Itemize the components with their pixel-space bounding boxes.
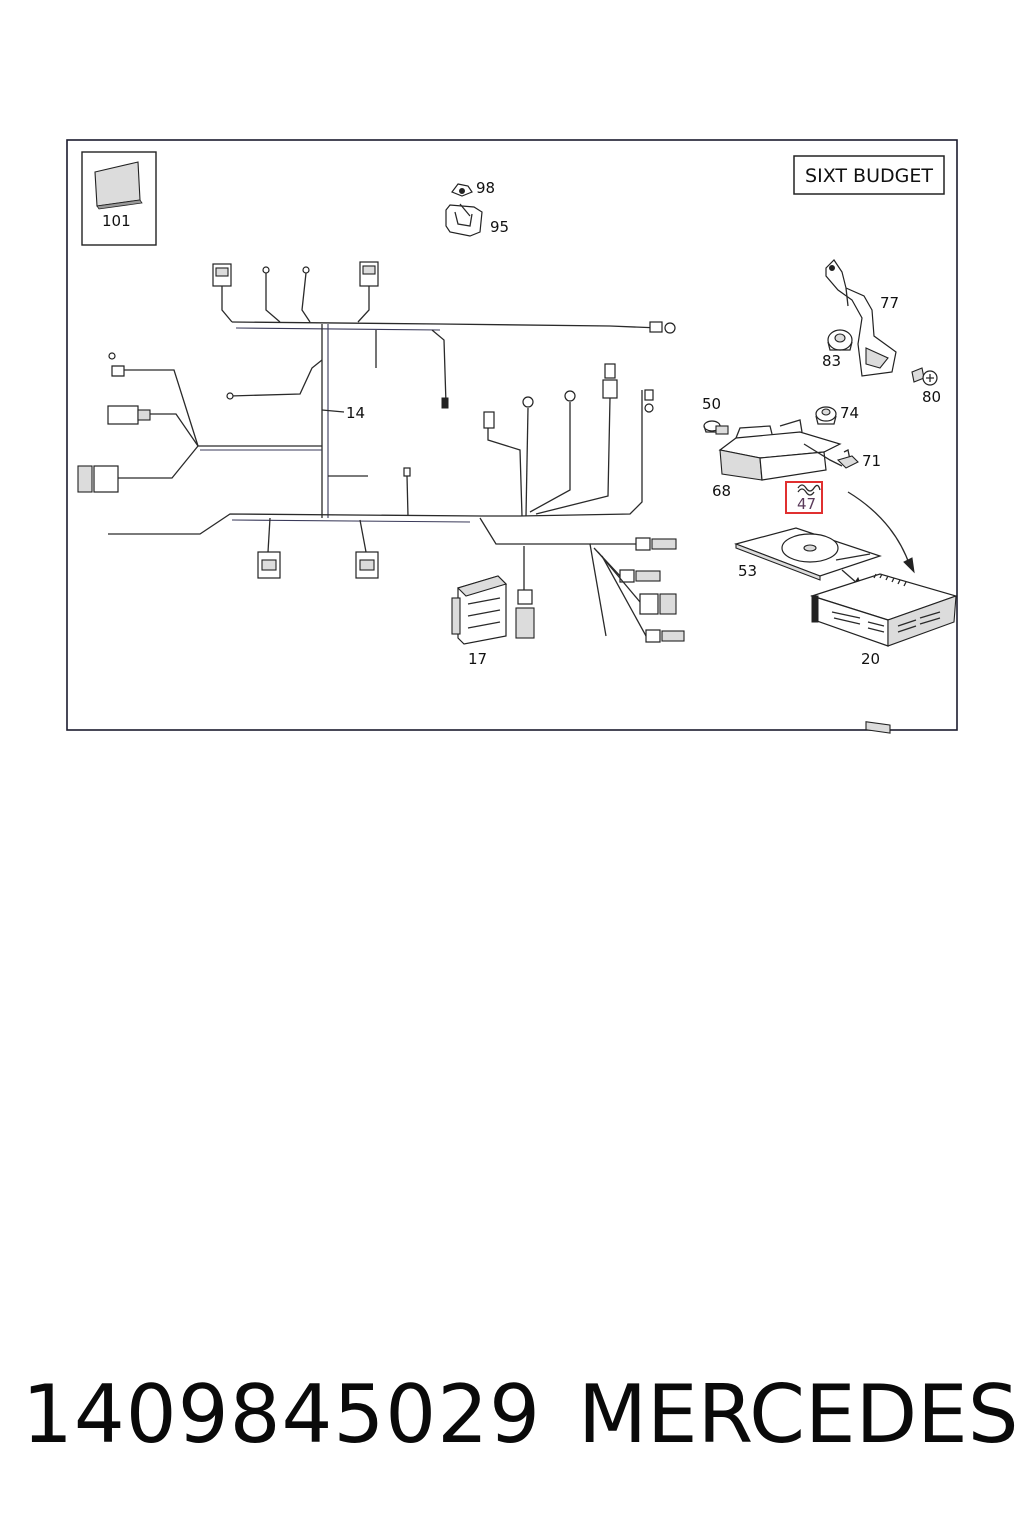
sixt-budget-badge: SIXT BUDGET <box>793 155 945 195</box>
callout-83: 83 <box>822 352 841 370</box>
callout-20: 20 <box>861 650 880 668</box>
part-number: 1409845029 <box>22 1368 541 1461</box>
callout-17: 17 <box>468 650 487 668</box>
brand-name: MERCEDES <box>578 1368 1019 1461</box>
part-95-clip: 98 95 <box>445 179 509 237</box>
callout-53: 53 <box>738 562 757 580</box>
part-53-disc-tray: 53 <box>734 527 882 581</box>
part-20-navigation-unit: 20 <box>810 573 958 734</box>
part-50-bolt: 50 <box>702 395 729 435</box>
callout-77: 77 <box>880 294 899 312</box>
callout-50: 50 <box>702 395 721 413</box>
callout-47: 47 <box>797 495 816 513</box>
part-80-screw: 80 <box>911 367 941 406</box>
callout-14: 14 <box>346 404 365 422</box>
part-47-spring: 47 <box>785 481 823 514</box>
callout-71: 71 <box>862 452 881 470</box>
diagram-frame <box>66 139 958 731</box>
part-101-manual: 101 <box>81 151 157 246</box>
callout-68: 68 <box>712 482 731 500</box>
part-14-wiring-harness: 14 <box>77 261 685 643</box>
callout-98: 98 <box>476 179 495 197</box>
callout-74: 74 <box>840 404 859 422</box>
part-83-nut: 83 <box>822 329 853 370</box>
callout-95: 95 <box>490 218 509 236</box>
part-71-screw: 71 <box>836 449 881 470</box>
callout-101: 101 <box>102 212 131 230</box>
callout-80: 80 <box>922 388 941 406</box>
part-77-bracket: 77 <box>825 259 899 377</box>
badge-label: SIXT BUDGET <box>805 165 933 187</box>
highlight-box-47 <box>785 481 823 514</box>
part-68-mounting-bracket: 68 <box>712 419 843 500</box>
part-74-nut: 74 <box>815 404 859 425</box>
assembly-arrow <box>847 491 911 567</box>
part-17-control-module: 17 <box>451 575 508 668</box>
